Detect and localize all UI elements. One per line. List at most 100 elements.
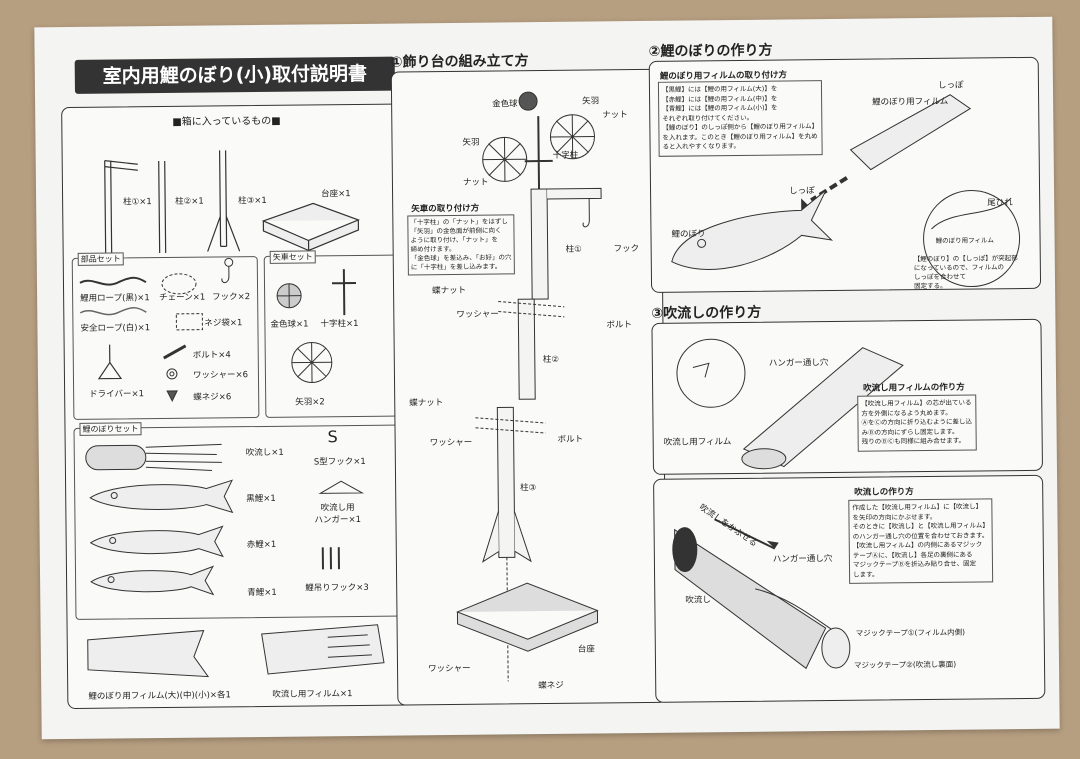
- red-koi-illustration: [89, 525, 224, 558]
- hook-label: フック×2: [212, 292, 251, 303]
- pole2-illustration: [158, 160, 167, 254]
- driver-illustration: [97, 344, 123, 380]
- bolt-illustration: [163, 344, 187, 360]
- s1-washer-label-3: ワッシャー: [427, 663, 471, 675]
- s3-streamer-label: 吹流し: [685, 595, 711, 606]
- s2-tail-label-2: しっぽ: [789, 186, 815, 197]
- s3-film-label: 吹流し用フィルム: [663, 437, 732, 448]
- section1-title: ①飾り台の組み立て方: [390, 53, 529, 71]
- film-label: 鯉のぼり用フィルム(大)(中)(小)×各1: [88, 690, 231, 702]
- make-head-label: 吹流し用フィルムの作り方: [863, 382, 965, 394]
- section1-panel: 金色球 矢羽 ナット 十字柱 矢羽 ナット 矢車の取り付け方 「十字柱」の「ナッ…: [390, 68, 668, 706]
- s1-ball-label: 金色球: [492, 99, 518, 110]
- s1-feather-label-2: 矢羽: [462, 137, 480, 148]
- black-koi-illustration: [89, 479, 234, 514]
- s1-hook-label: フック: [613, 244, 640, 255]
- s1-bolt-label: ボルト: [606, 320, 633, 331]
- parts-set-label: 部品セット: [77, 252, 124, 266]
- chain-label: チェーン×1: [159, 292, 206, 304]
- pole1-label: 柱①×1: [123, 197, 152, 208]
- feather-label: 矢羽×2: [295, 397, 325, 408]
- s1-washer-label-2: ワッシャー: [429, 437, 473, 449]
- blue-koi-label: 青鯉×1: [247, 587, 277, 599]
- black-koi-label: 黒鯉×1: [246, 493, 276, 505]
- s2-tail-label: しっぽ: [937, 80, 964, 91]
- film-insert-illustration: [671, 94, 1021, 288]
- red-koi-label: 赤鯉×1: [246, 539, 277, 551]
- cross-illustration: [331, 269, 357, 316]
- s1-base-label: 台座: [577, 644, 595, 655]
- pole2-label: 柱②×1: [175, 196, 204, 207]
- rope-safety-illustration: [79, 307, 147, 316]
- wing-screw-label: 蝶ネジ×6: [193, 392, 232, 403]
- stand-assembly-illustration: [456, 91, 602, 682]
- s1-pole2-label: 柱②: [542, 354, 559, 366]
- ball-illustration: [276, 283, 302, 309]
- chain-illustration: [161, 273, 197, 295]
- clip-hook-label: 鯉吊りフック×3: [305, 582, 369, 594]
- s1-feather-label: 矢羽: [582, 96, 600, 107]
- arrow-set-label: 矢車セット: [269, 250, 316, 264]
- section3-top-panel: ハンガー通し穴 吹流し用フィルム 吹流し用フィルムの作り方 【吹流し用フィルム】…: [651, 318, 1043, 475]
- s1-pole1-label: 柱①: [565, 244, 582, 255]
- circle-note: 【鯉のぼり】の【しっぽ】が突起部 になっているので、フィルムの しっぽを合わせて…: [913, 254, 1018, 291]
- s-hook-icon: S: [327, 427, 338, 447]
- arrow-head-label: 矢車の取り付け方: [411, 203, 480, 215]
- pole1-illustration: [104, 160, 138, 253]
- streamer-cover-illustration: [672, 518, 851, 670]
- wing-screw-illustration: [166, 390, 178, 403]
- pole3-illustration: [207, 150, 241, 252]
- section3-bottom-panel: 吹流しをかぶせる ハンガー通し穴 吹流し 吹流しの作り方 作成した【吹流し用フィ…: [653, 474, 1046, 703]
- streamer-illustration: [85, 443, 222, 472]
- s2-koi-label: 鯉のぼり: [671, 229, 706, 240]
- rope-black-illustration: [79, 276, 147, 286]
- instruction-sheet: 室内用鯉のぼり(小)取付説明書 ■箱に入っているもの■ 柱①×1 柱②×1 柱③…: [34, 16, 1060, 740]
- hook-illustration: [221, 257, 234, 284]
- screw-bag-label: ネジ袋×1: [204, 318, 243, 329]
- s-hook-label: S型フック×1: [313, 456, 366, 468]
- s2-film-label: 鯉のぼり用フィルム: [872, 96, 949, 108]
- rope-black-label: 鯉用ロープ(黒)×1: [80, 293, 150, 304]
- s1-bolt-label-2: ボルト: [557, 434, 584, 445]
- rope-safety-label: 安全ロープ(白)×1: [80, 323, 151, 334]
- cross-label: 十字柱×1: [320, 318, 359, 330]
- arrow-note: 「十字柱」の「ナット」をはずし 「矢羽」の金色面が前側に向く ように取り付け、「…: [407, 214, 515, 276]
- section2-title: ②鯉のぼりの作り方: [648, 42, 773, 60]
- base-illustration: [261, 202, 360, 252]
- koi-set-label: 鯉のぼりセット: [79, 422, 142, 436]
- s2-fin-label: 尾ひれ: [987, 198, 1013, 209]
- feather-illustration: [291, 341, 333, 383]
- s3-hanger-hole-label: ハンガー通し穴: [768, 358, 829, 369]
- streamer-film-label: 吹流し用フィルム×1: [272, 689, 353, 700]
- washer-label: ワッシャー×6: [192, 370, 249, 381]
- driver-label: ドライバー×1: [89, 389, 145, 400]
- s3-hanger-hole-label-2: ハンガー通し穴: [772, 554, 833, 565]
- box-contents-heading: ■箱に入っているもの■: [172, 115, 281, 128]
- bolt-label: ボルト×4: [192, 350, 231, 361]
- blue-koi-illustration: [90, 565, 215, 596]
- magic2-label: マジックテープ②(吹流し裏面): [853, 659, 957, 670]
- hanger-label: 吹流し用 ハンガー×1: [314, 503, 362, 526]
- washer-illustration: [166, 368, 178, 380]
- base-label: 台座×1: [321, 189, 351, 200]
- film-illustration: [87, 630, 210, 678]
- s1-washer-label: ワッシャー: [456, 309, 499, 320]
- s1-wing-nut-label-2: 蝶ナット: [409, 398, 444, 409]
- box-contents-panel: ■箱に入っているもの■ 柱①×1 柱②×1 柱③×1 台座×1 部品セット 鯉用…: [61, 103, 416, 710]
- ball-label: 金色球×1: [270, 319, 309, 330]
- screw-bag-illustration: [175, 313, 203, 331]
- s2-film-small-label: 鯉のぼり用フィルム: [935, 236, 994, 245]
- hanger-illustration: [318, 480, 365, 494]
- s1-nut-label-2: ナット: [462, 177, 489, 188]
- page-title: 室内用鯉のぼり(小)取付説明書: [74, 56, 395, 94]
- streamer-label: 吹流し×1: [245, 447, 284, 459]
- magic1-label: マジックテープ①(フィルム内側): [855, 627, 966, 638]
- how-head-label: 吹流しの作り方: [854, 487, 914, 498]
- streamer-film-roll-illustration: [676, 338, 904, 470]
- make-note: 【吹流し用フィルム】の芯が出ている 方を外側になるよう丸めます。 ⒶをⒸの方向に…: [857, 394, 977, 452]
- s1-cross-label: 十字柱: [552, 150, 579, 161]
- s1-wing-screw-label: 蝶ネジ: [538, 680, 564, 692]
- how-note: 作成した【吹流し用フィルム】に【吹流し】 を矢印の方向にかぶせます。 そのときに…: [848, 498, 994, 584]
- clip-hook-illustration: [321, 547, 340, 570]
- section3-title: ③吹流しの作り方: [651, 304, 762, 322]
